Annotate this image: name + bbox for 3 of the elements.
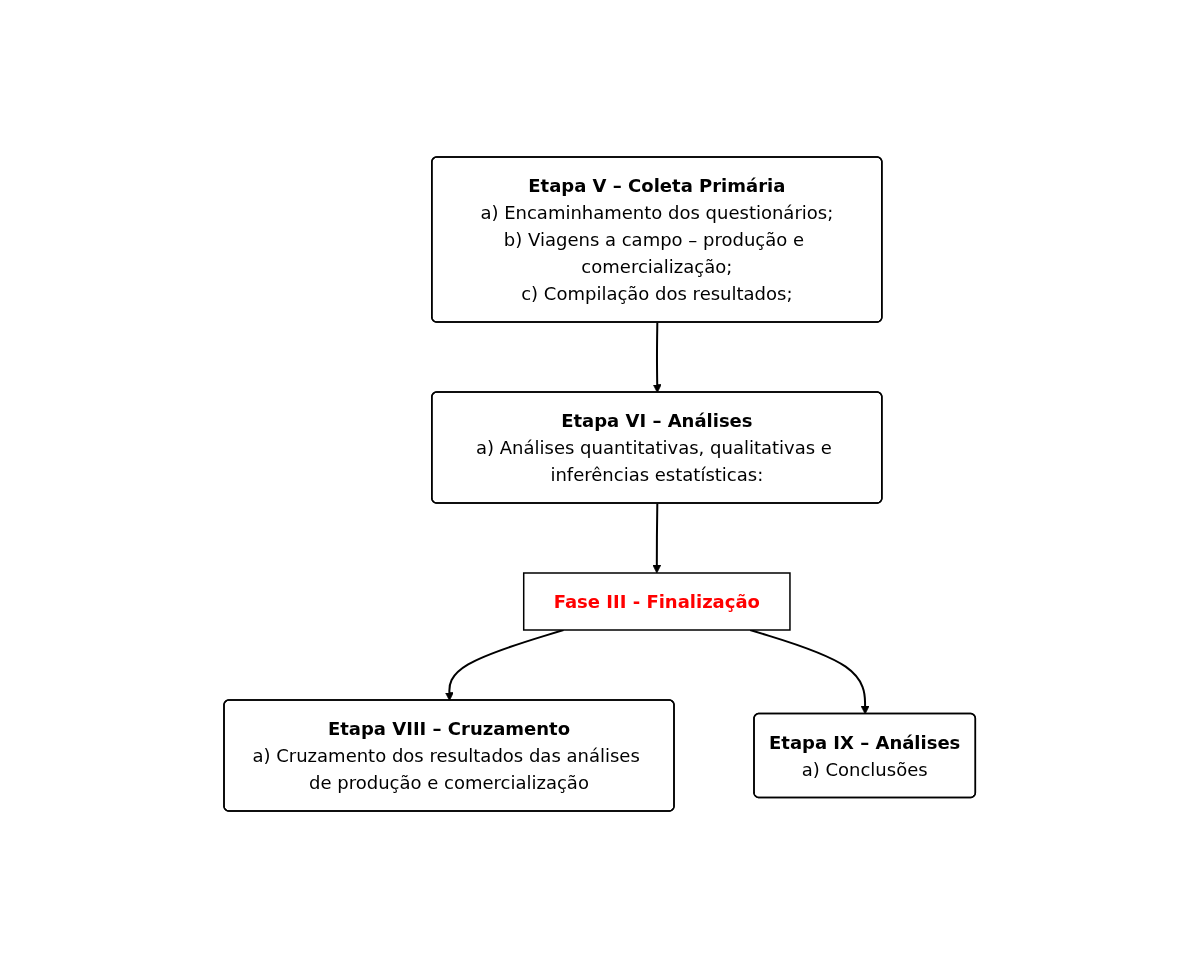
- arrow: [652, 502, 662, 574]
- arrow: [652, 321, 662, 393]
- node-box: Fase III - Finalização: [522, 572, 791, 631]
